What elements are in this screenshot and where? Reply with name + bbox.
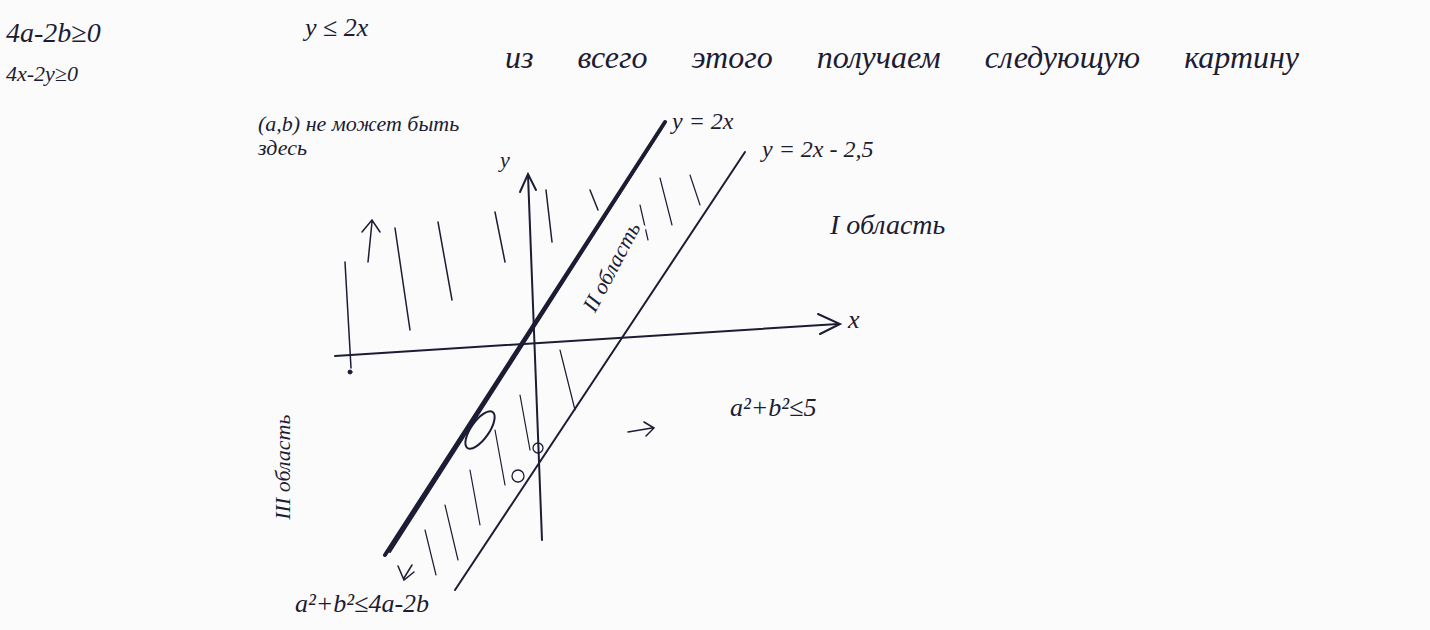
inequality: y ≤ 2x [305,14,368,43]
region-label: II область [577,216,647,319]
line-label: y = 2x [672,108,734,134]
inequality: 4a-2b≥0 [6,18,101,49]
region-label: III область [271,414,295,519]
condition: a²+b²≤4a-2b [295,590,429,619]
note-text: из всего этого получаем следующую картин… [505,40,1299,75]
region-label: I область [830,210,945,241]
condition: a²+b²≤5 [730,394,816,423]
region-note: (a,b) не может быть здесь [258,112,513,160]
axis-label: y [500,148,510,172]
inequality: 4x-2y≥0 [6,62,78,86]
axis-label: x [848,306,860,335]
line-label: y = 2x - 2,5 [762,136,874,162]
